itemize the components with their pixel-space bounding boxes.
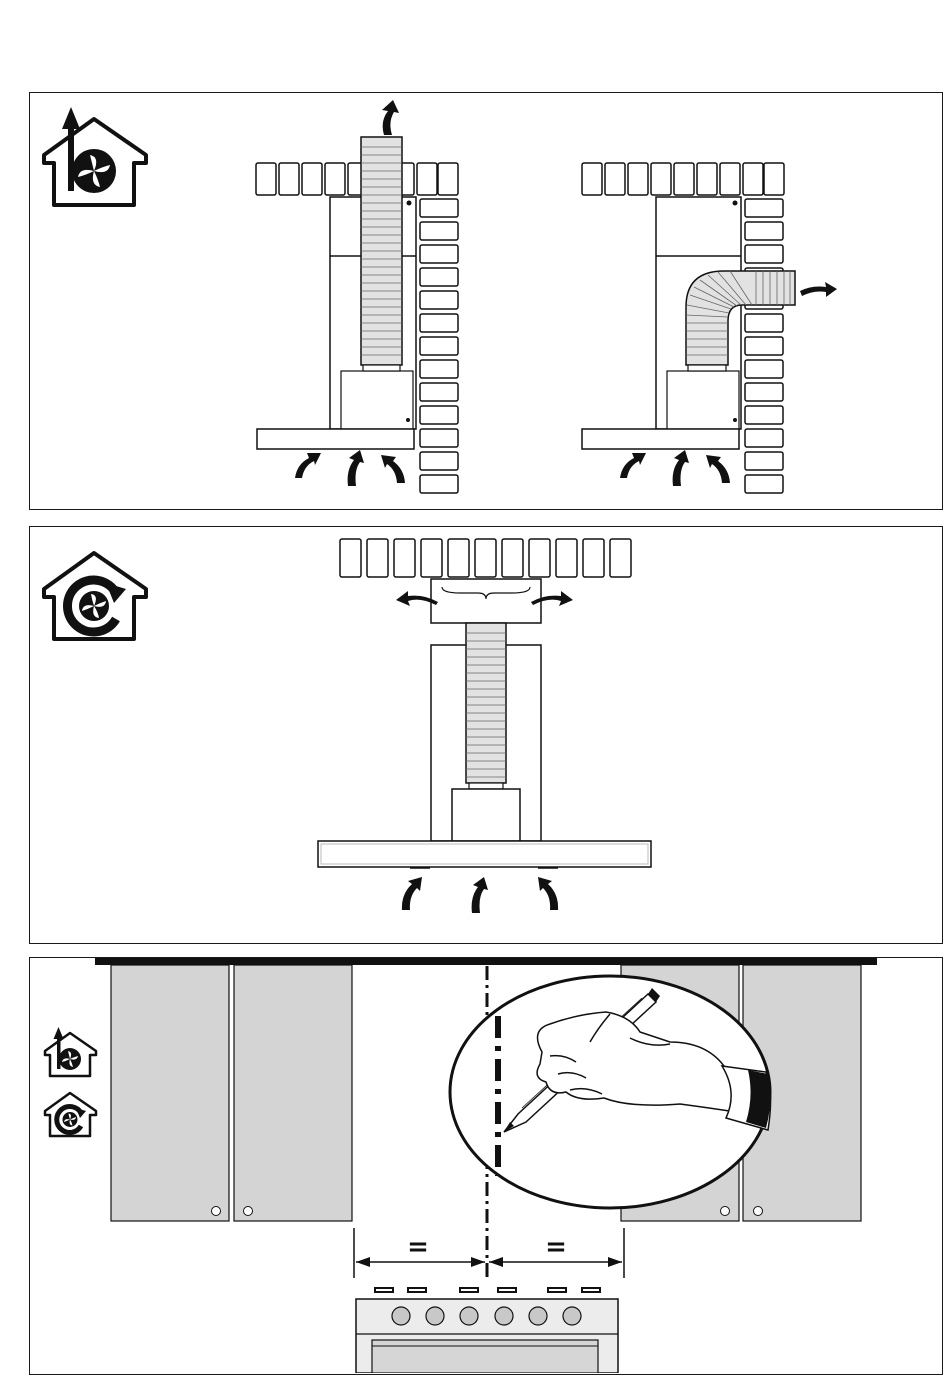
- ducted-extraction-icon: [45, 1027, 96, 1076]
- ceiling-line: [95, 958, 877, 965]
- upper-chimney: [431, 579, 541, 623]
- hood-canopy-left: [257, 429, 414, 449]
- intake-arrows-right: [620, 450, 730, 486]
- dimension-equal-left: =: [407, 1232, 429, 1262]
- recirculation-panel: [29, 526, 943, 944]
- ceiling-bricks-right: [582, 163, 784, 195]
- magnified-detail: [450, 976, 771, 1208]
- motor-box: [452, 789, 520, 841]
- centering-diagram: = =: [30, 958, 941, 1373]
- recirculation-icon: [44, 553, 146, 639]
- cabinet: [234, 965, 352, 1221]
- intake-arrows-left: [295, 450, 405, 486]
- ceiling-bricks: [340, 539, 631, 577]
- centering-panel: = =: [29, 957, 943, 1375]
- cabinet-knob: [244, 1207, 253, 1216]
- vertical-duct: [361, 137, 402, 371]
- cooker: [356, 1288, 618, 1373]
- intake-arrows: [402, 877, 558, 913]
- motor-box: [341, 371, 413, 429]
- cabinet: [111, 965, 229, 1221]
- recirculation-duct: [466, 623, 506, 789]
- ceiling-bricks-left: [256, 163, 458, 195]
- motor-box-right: [667, 371, 739, 429]
- horizontal-duct-view: [582, 163, 837, 493]
- vertical-duct-view: [256, 100, 458, 493]
- wall-bricks-left: [420, 199, 458, 493]
- recirculation-icon: [45, 1093, 96, 1136]
- ducted-extraction-panel: [29, 92, 943, 510]
- cabinet-knob: [721, 1207, 730, 1216]
- dimension-equal-right: =: [545, 1232, 567, 1262]
- recirculation-diagram: [30, 527, 941, 942]
- cabinet-knob: [212, 1207, 221, 1216]
- wall-bricks-right: [745, 199, 783, 493]
- ducted-extraction-icon: [44, 107, 146, 205]
- exhaust-arrow-right: [800, 282, 837, 297]
- wall-cabinets-left: [111, 965, 352, 1221]
- oven-door: [372, 1340, 598, 1373]
- hood-canopy-right: [582, 429, 739, 449]
- exhaust-arrow-up: [382, 100, 399, 135]
- cabinet-knob: [754, 1207, 763, 1216]
- hood-canopy: [318, 841, 651, 867]
- ducted-diagram: [30, 93, 941, 508]
- dimension-lines: = =: [354, 1228, 624, 1278]
